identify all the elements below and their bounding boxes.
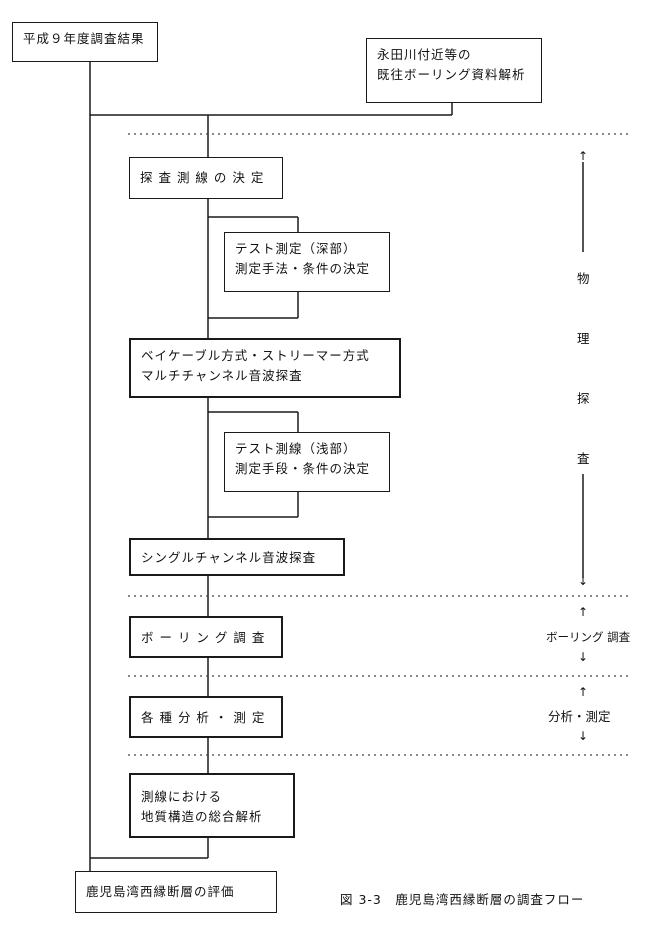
evaluation-label: 鹿児島湾西縁断層の評価 xyxy=(86,884,235,899)
existing-boring-line-2: 既往ボーリング資料解析 xyxy=(377,67,526,82)
boring-phase-label: ボーリング 調査 xyxy=(546,630,631,644)
boring-down-arrow-icon: ↓ xyxy=(578,650,589,664)
physical-down-arrow-icon: ↓ xyxy=(578,574,589,588)
evaluation-box: 鹿児島湾西縁断層の評価 xyxy=(75,871,277,913)
test-deep-line-1: テスト測定（深部） xyxy=(235,241,357,256)
test-shallow-box: テスト測線（浅部） 測定手段・条件の決定 xyxy=(224,432,390,492)
start-label: 平成９年度調査結果 xyxy=(23,31,145,46)
physical-char-1: 物 xyxy=(577,271,590,286)
synthesis-box: 測線における 地質構造の総合解析 xyxy=(129,773,295,838)
analysis-box: 各 種 分 析 ・ 測 定 xyxy=(129,696,283,738)
multichannel-box: ベイケーブル方式・ストリーマー方式 マルチチャンネル音波探査 xyxy=(129,338,401,398)
physical-char-3: 探 xyxy=(577,391,590,406)
singlechannel-label: シングルチャンネル音波探査 xyxy=(141,550,317,565)
existing-boring-box: 永田川付近等の 既往ボーリング資料解析 xyxy=(366,38,542,103)
singlechannel-box: シングルチャンネル音波探査 xyxy=(129,538,345,576)
synthesis-line-2: 地質構造の総合解析 xyxy=(141,809,263,824)
analysis-phase-label: 分析・測定 xyxy=(548,709,611,724)
multichannel-line-1: ベイケーブル方式・ストリーマー方式 xyxy=(141,348,370,363)
test-deep-box: テスト測定（深部） 測定手法・条件の決定 xyxy=(224,232,390,292)
physical-char-4: 査 xyxy=(577,451,590,466)
survey-line-box: 探 査 測 線 の 決 定 xyxy=(129,157,283,199)
start-box: 平成９年度調査結果 xyxy=(12,22,158,62)
boring-label: ボ ー リ ン グ 調 査 xyxy=(141,630,266,645)
test-deep-line-2: 測定手法・条件の決定 xyxy=(235,261,371,276)
analysis-label: 各 種 分 析 ・ 測 定 xyxy=(141,710,266,725)
test-shallow-line-1: テスト測線（浅部） xyxy=(235,441,357,456)
figure-caption: 図 3-3 鹿児島湾西縁断層の調査フロー xyxy=(340,892,585,907)
multichannel-line-2: マルチチャンネル音波探査 xyxy=(141,368,303,383)
analysis-up-arrow-icon: ↑ xyxy=(578,685,589,699)
physical-char-2: 理 xyxy=(577,331,590,346)
test-shallow-line-2: 測定手段・条件の決定 xyxy=(235,461,371,476)
existing-boring-line-1: 永田川付近等の xyxy=(377,47,472,62)
survey-line-label: 探 査 測 線 の 決 定 xyxy=(140,170,265,185)
synthesis-line-1: 測線における xyxy=(141,789,223,804)
physical-up-arrow-icon: ↑ xyxy=(578,149,589,163)
analysis-down-arrow-icon: ↓ xyxy=(578,729,589,743)
boring-up-arrow-icon: ↑ xyxy=(578,605,589,619)
boring-box: ボ ー リ ン グ 調 査 xyxy=(129,616,283,658)
